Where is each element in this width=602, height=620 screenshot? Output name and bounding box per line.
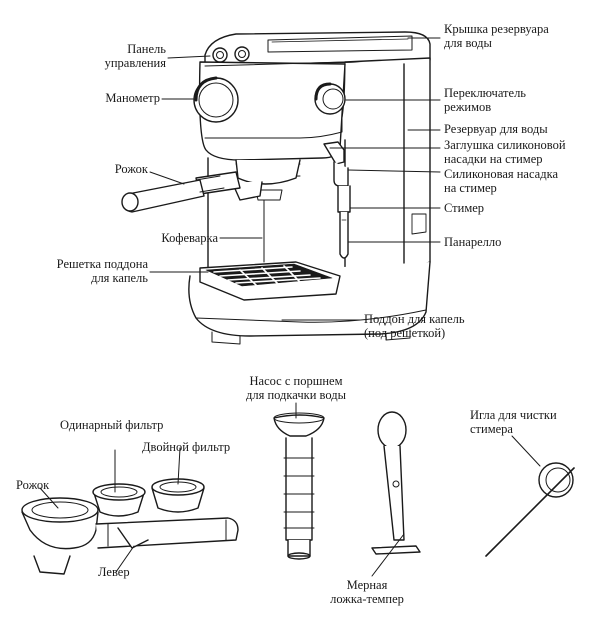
label-panarello: Панарелло	[444, 235, 502, 249]
accessory-needle	[485, 462, 575, 557]
label-single-filter: Одинарный фильтр	[60, 418, 164, 432]
label-drip-grid: Решетка поддона для капель	[56, 257, 148, 285]
label-tank-lid: Крышка резервуара для воды	[444, 22, 549, 50]
label-tamper: Мерная ложка-темпер	[330, 578, 404, 606]
machine-body	[188, 31, 431, 345]
accessory-single-filter	[92, 483, 146, 517]
label-needle: Игла для чистки стимера	[470, 408, 557, 436]
label-water-tank: Резервуар для воды	[444, 122, 548, 136]
accessory-double-filter	[151, 478, 205, 513]
label-steamer: Стимер	[444, 201, 485, 215]
label-double-filter: Двойной фильтр	[142, 440, 231, 454]
label-portafilter-accessory: Рожок	[16, 478, 50, 492]
label-lever: Левер	[98, 565, 130, 579]
label-coffee-machine: Кофеварка	[161, 231, 218, 245]
label-drip-tray: Поддон для капель (под решеткой)	[364, 312, 465, 340]
accessory-portafilter	[21, 497, 239, 575]
label-pump: Насос с поршнем для подкачки воды	[246, 374, 346, 402]
label-control-panel: Панель управления	[104, 42, 166, 70]
machine-portafilter	[121, 171, 263, 213]
label-silicone-plug: Заглушка силиконовой насадки на стимер	[444, 138, 566, 166]
label-pressure-gauge: Манометр	[105, 91, 160, 105]
label-silicone-nozzle: Силиконовая насадка на стимер	[444, 167, 559, 195]
accessory-pump	[273, 412, 325, 560]
accessory-tamper	[371, 411, 421, 555]
label-mode-switch: Переключатель режимов	[444, 86, 527, 114]
label-portafilter-machine: Рожок	[114, 162, 148, 176]
leader-lines	[39, 37, 541, 577]
